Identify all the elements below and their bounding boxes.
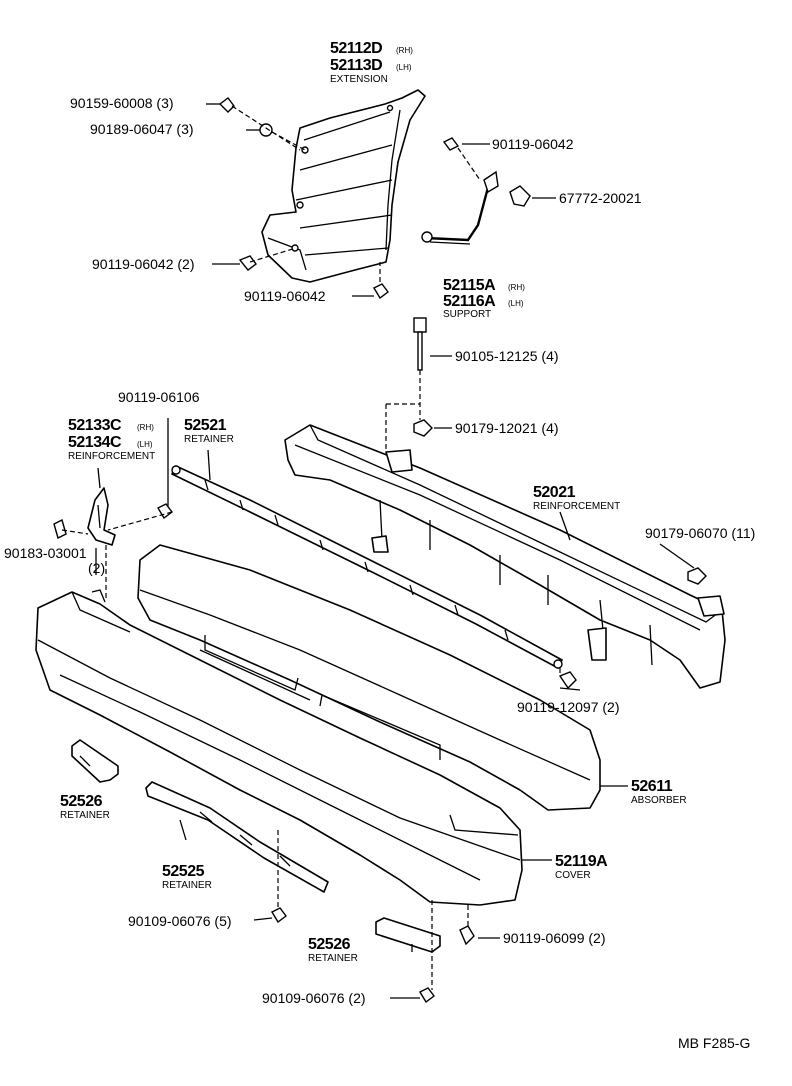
- label-support-lh: 52116A: [443, 293, 496, 310]
- label-90179-12021: 90179-12021 (4): [455, 420, 559, 436]
- label-90119-06042-mid: 90119-06042: [244, 288, 326, 304]
- label-reinf-rh-side: (RH): [137, 423, 154, 432]
- main-reinforcement-beam: [284, 424, 726, 689]
- side-reinforcement-bracket: [87, 487, 116, 546]
- label-retainer-52521: 52521: [184, 417, 227, 434]
- label-reinf-rh: 52133C: [68, 417, 122, 434]
- retainer-rail: [171, 465, 563, 669]
- label-extension-rh: 52112D: [330, 40, 382, 57]
- label-extension-lh-side: (LH): [396, 63, 412, 72]
- label-reinf-name: REINFORCEMENT: [68, 451, 155, 462]
- label-retainer-52526-a: 52526: [60, 793, 103, 810]
- label-extension-lh: 52113D: [330, 57, 382, 74]
- label-retainer-52526-a-name: RETAINER: [60, 810, 110, 821]
- label-90105-12125: 90105-12125 (4): [455, 348, 559, 364]
- retainer-52525: [145, 781, 329, 893]
- label-retainer-52526-b: 52526: [308, 936, 351, 953]
- label-90159-60008: 90159-60008 (3): [70, 95, 174, 111]
- label-support-rh: 52115A: [443, 277, 496, 294]
- label-retainer-52525-name: RETAINER: [162, 880, 212, 891]
- label-67772-20021: 67772-20021: [559, 190, 642, 206]
- label-retainer-52526-b-name: RETAINER: [308, 953, 358, 964]
- fasteners: [53, 97, 707, 1004]
- label-support-rh-side: (RH): [508, 283, 525, 292]
- retainer-52526-bottom: [375, 917, 441, 953]
- label-absorber-name: ABSORBER: [631, 795, 687, 806]
- label-90119-06106: 90119-06106: [118, 389, 200, 405]
- label-90109-06076-2: 90109-06076 (2): [262, 990, 366, 1006]
- label-extension-name: EXTENSION: [330, 74, 388, 85]
- label-main-reinforcement: 52021: [533, 484, 576, 501]
- absorber-part: [137, 544, 601, 811]
- label-retainer-52525: 52525: [162, 863, 205, 880]
- bumper-cover: [35, 589, 523, 906]
- labels: 52112D (RH) 52113D (LH) EXTENSION 90159-…: [4, 40, 755, 1051]
- leader-lines: [61, 103, 695, 999]
- label-absorber: 52611: [631, 778, 673, 795]
- extension-part: [261, 89, 426, 283]
- label-cover-name: COVER: [555, 870, 591, 881]
- label-90119-06042-2: 90119-06042 (2): [92, 256, 194, 272]
- diagram-code: MB F285-G: [678, 1035, 750, 1051]
- label-90189-06047: 90189-06047 (3): [90, 121, 194, 137]
- label-90119-06042-top: 90119-06042: [492, 136, 574, 152]
- label-reinf-lh: 52134C: [68, 434, 122, 451]
- label-90179-06070: 90179-06070 (11): [645, 525, 755, 541]
- label-90109-06076-5: 90109-06076 (5): [128, 913, 232, 929]
- label-support-name: SUPPORT: [443, 309, 491, 320]
- retainer-52526-left: [71, 739, 119, 783]
- label-reinf-lh-side: (LH): [137, 440, 153, 449]
- label-support-lh-side: (LH): [508, 299, 524, 308]
- label-90119-12097: 90119-12097 (2): [517, 699, 619, 715]
- label-90183-03001-qty: (2): [88, 560, 105, 576]
- label-90119-06099: 90119-06099 (2): [503, 930, 605, 946]
- label-cover: 52119A: [555, 853, 608, 870]
- label-90183-03001: 90183-03001: [4, 545, 87, 561]
- label-retainer-52521-name: RETAINER: [184, 434, 234, 445]
- support-bracket: [421, 170, 499, 245]
- label-main-reinforcement-name: REINFORCEMENT: [533, 501, 620, 512]
- label-extension-rh-side: (RH): [396, 46, 413, 55]
